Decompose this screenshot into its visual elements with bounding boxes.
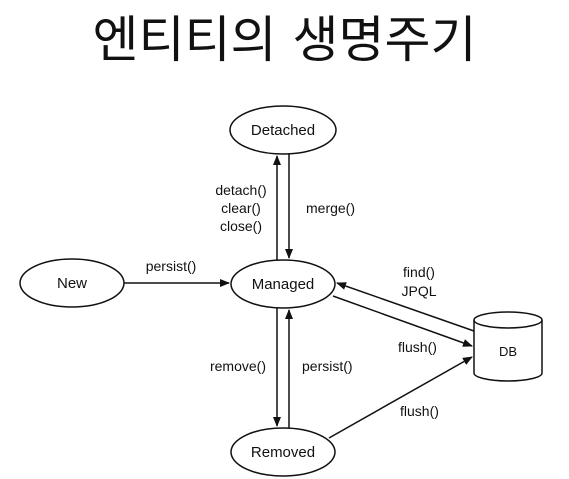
edge-flush-managed-arrow	[332, 295, 473, 347]
edge-find-arrow	[336, 282, 475, 332]
node-detached: Detached	[229, 105, 337, 155]
edge-label-find: find()	[403, 264, 435, 280]
edge-label-flush-managed: flush()	[398, 339, 437, 355]
edge-label-detach: detach()	[215, 182, 266, 198]
node-removed-label: Removed	[251, 444, 315, 461]
page-title: 엔티티의 생명주기	[92, 11, 477, 69]
edge-label-flush-removed: flush()	[400, 403, 439, 419]
edge-flush-removed-arrow	[328, 356, 473, 439]
node-managed-label: Managed	[252, 276, 315, 293]
node-db-label: DB	[499, 344, 517, 359]
edge-label-merge: merge()	[306, 200, 355, 216]
edge-label-remove: remove()	[210, 358, 266, 374]
edge-label-close: close()	[220, 218, 262, 234]
node-removed: Removed	[230, 427, 336, 477]
edge-label-persist-removed: persist()	[302, 358, 353, 374]
node-new: New	[19, 258, 125, 308]
node-db: DB	[473, 311, 543, 382]
edge-label-persist-new: persist()	[146, 258, 197, 274]
node-detached-label: Detached	[251, 122, 315, 139]
node-new-label: New	[57, 275, 87, 292]
edge-label-clear: clear()	[221, 200, 261, 216]
node-managed: Managed	[230, 259, 336, 309]
edge-label-jpql: JPQL	[401, 283, 436, 299]
